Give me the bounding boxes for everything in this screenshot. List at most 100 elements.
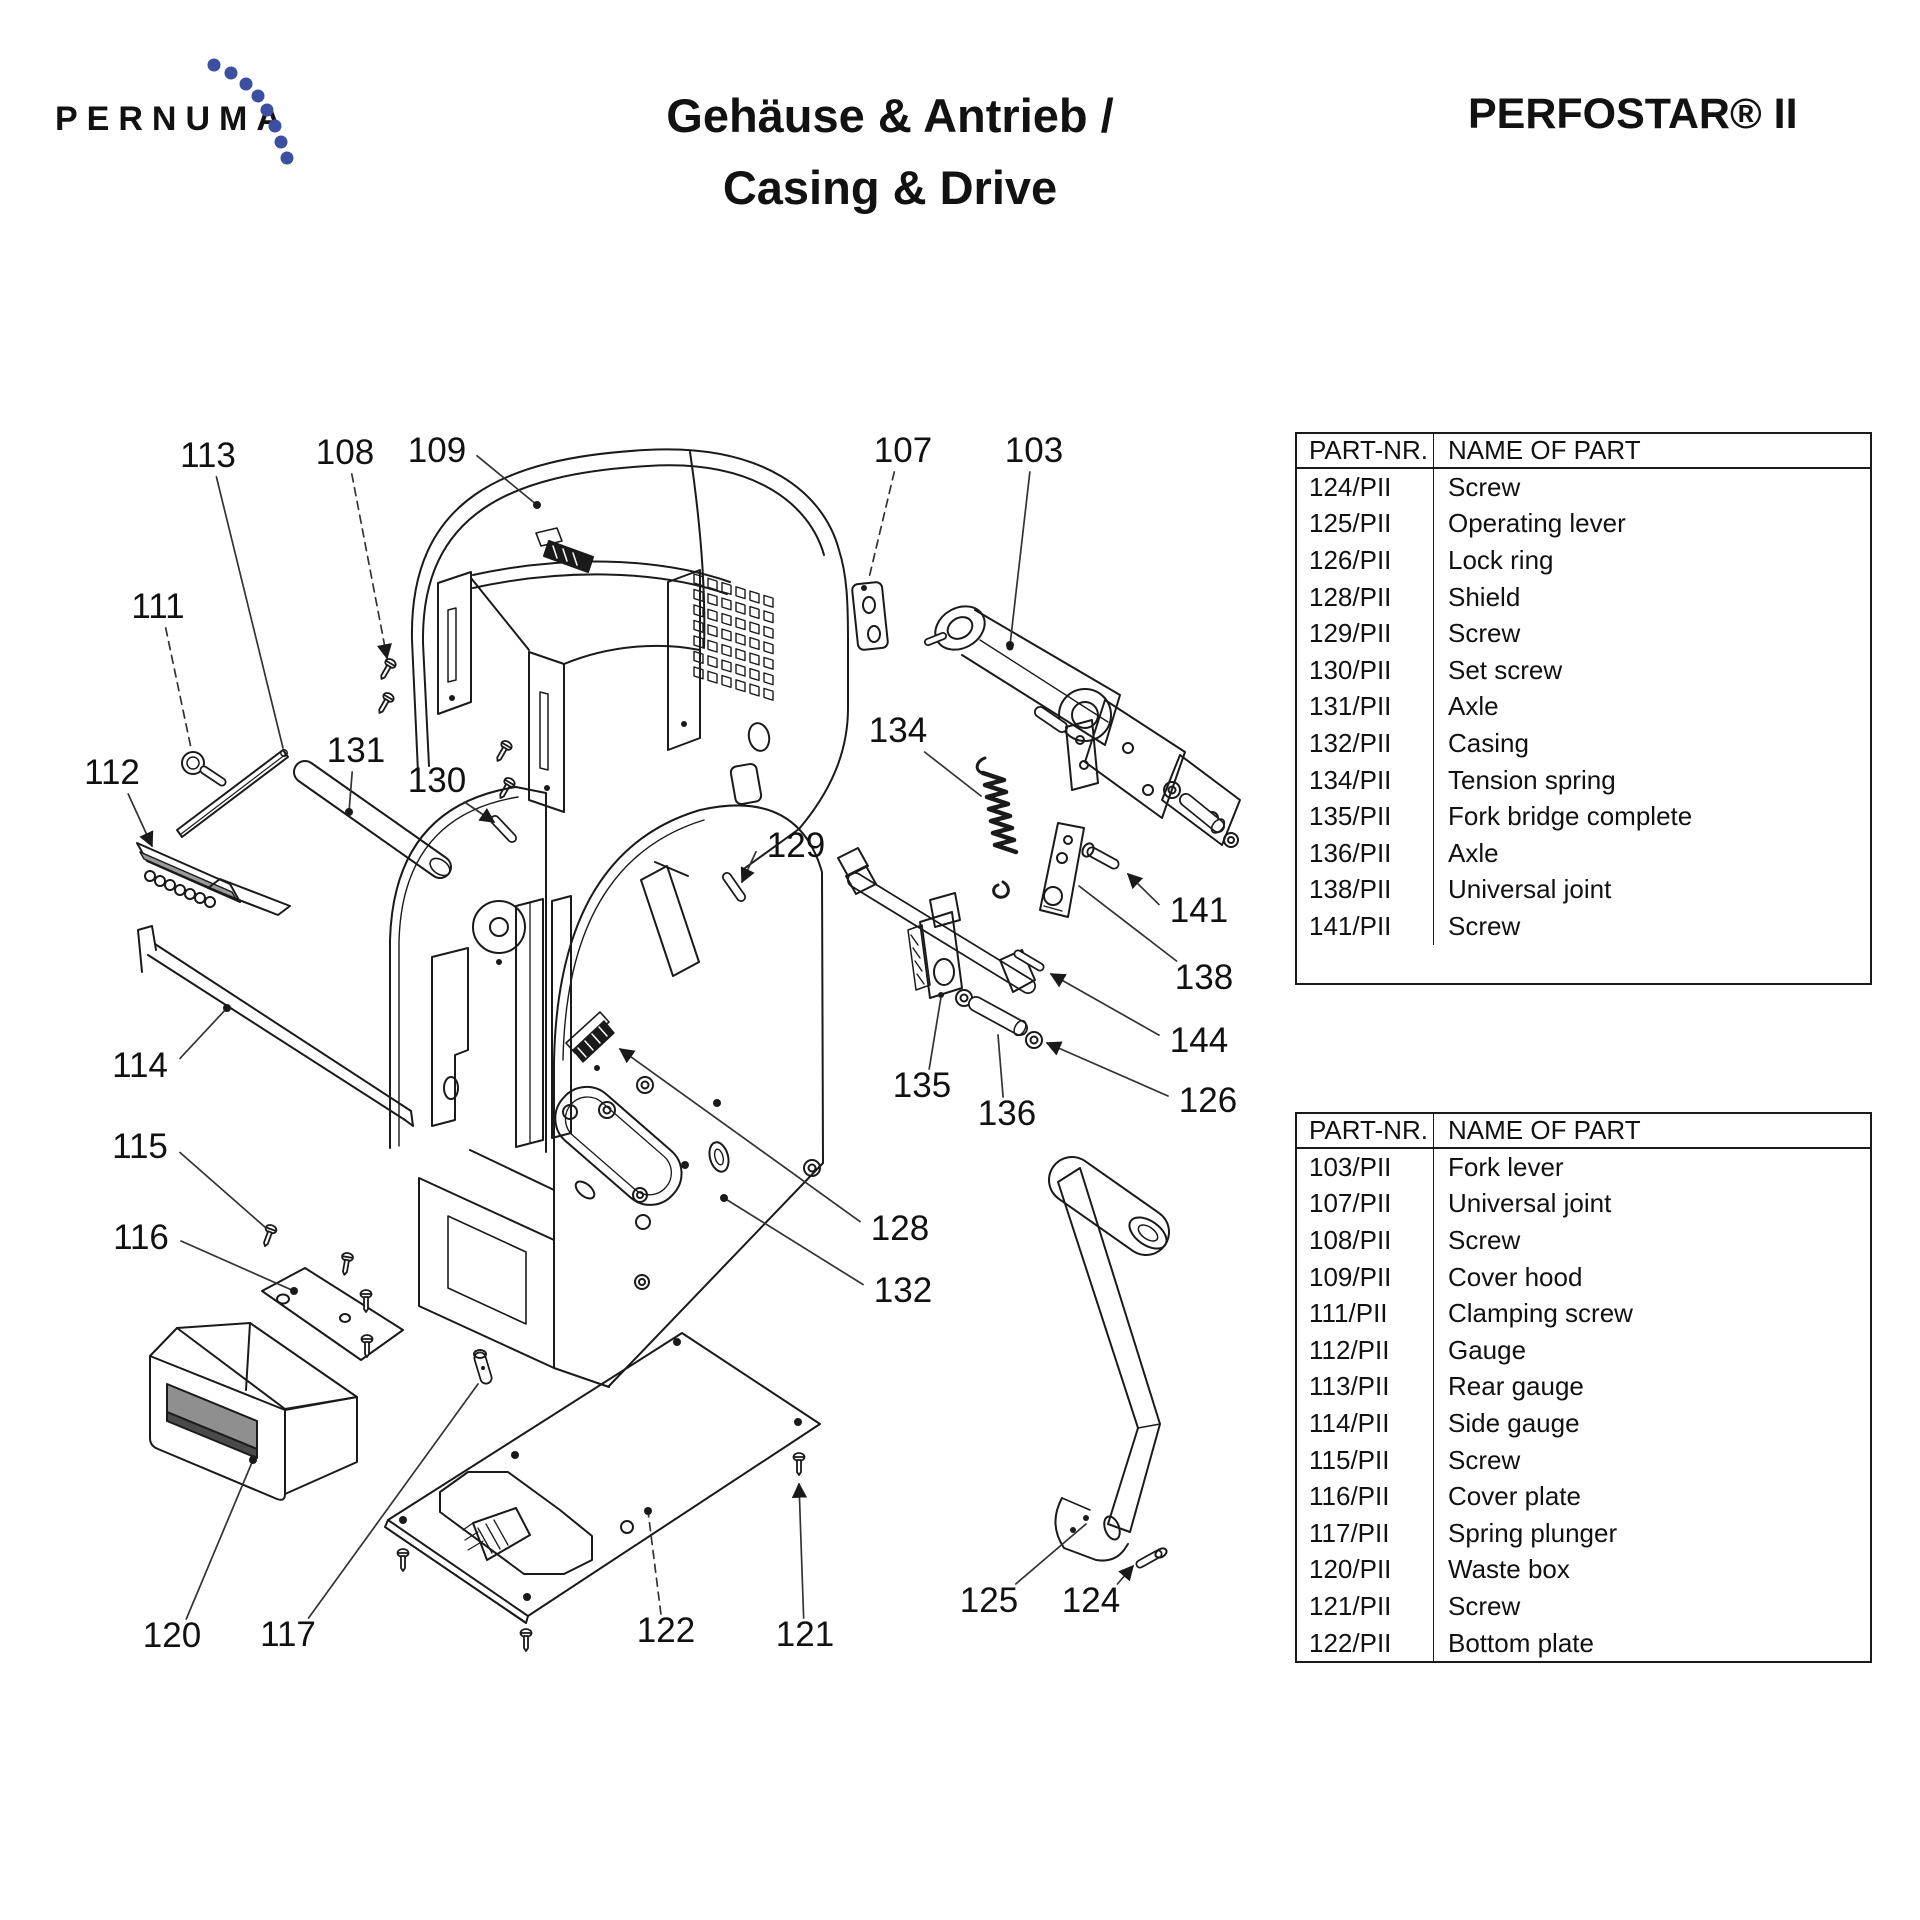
part-name-cell: Axle: [1448, 691, 1499, 722]
part-name-cell: Clamping screw: [1448, 1298, 1633, 1329]
part-callout-121: 121: [776, 1615, 834, 1654]
universal-joint-107-drawing: [851, 581, 889, 651]
axle-131-drawing: [293, 760, 452, 879]
part-name-cell: Universal joint: [1448, 874, 1612, 905]
part-name-cell: Waste box: [1448, 1554, 1570, 1585]
part-number-cell: 103/PII: [1297, 1149, 1434, 1186]
part-number-cell: 114/PII: [1297, 1405, 1434, 1442]
table-row: 107/PII Universal joint: [1297, 1185, 1870, 1223]
part-name-cell: Rear gauge: [1448, 1371, 1584, 1402]
part-callout-124: 124: [1062, 1581, 1120, 1620]
part-number-cell: 141/PII: [1297, 908, 1434, 945]
gauge-drawing: [136, 842, 291, 916]
part-number-cell: 128/PII: [1297, 578, 1434, 616]
part-callout-117: 117: [260, 1615, 316, 1654]
part-number-cell: 134/PII: [1297, 761, 1434, 799]
spring-plunger-drawing: [473, 1349, 493, 1385]
part-number-cell: 126/PII: [1297, 542, 1434, 579]
page-title-line2: Casing & Drive: [722, 161, 1058, 214]
part-name-cell: Screw: [1448, 1224, 1521, 1255]
part-callout-116: 116: [113, 1218, 169, 1257]
leader-dot-131: [345, 808, 353, 816]
part-name-cell: Set screw: [1448, 654, 1563, 685]
leader-dot-103: [1006, 641, 1014, 649]
logo-arc-dots-icon: [207, 58, 294, 165]
part-name-cell: Screw: [1448, 618, 1521, 649]
part-number-cell: 122/PII: [1297, 1624, 1434, 1662]
leader-dot-122: [644, 1507, 652, 1515]
part-name-cell: Screw: [1448, 1444, 1521, 1475]
screw-141-drawing: [1081, 842, 1120, 870]
leader-line-138: [1078, 885, 1178, 962]
page-title-line1: Gehäuse & Antrieb /: [666, 89, 1114, 142]
leader-line-111: [164, 627, 192, 749]
part-callout-132: 132: [874, 1271, 932, 1310]
leader-line-107: [868, 471, 896, 579]
part-callout-131: 131: [327, 731, 385, 770]
part-number-cell: 130/PII: [1297, 651, 1434, 689]
leader-line-109: [476, 454, 538, 506]
universal-joint-138-drawing: [1039, 822, 1085, 918]
part-name-cell: Casing: [1448, 727, 1529, 758]
rear-gauge-drawing: [176, 749, 289, 838]
table-row: 120/PII Waste box: [1297, 1551, 1870, 1589]
clamping-screw-drawing: [181, 751, 227, 787]
part-number-cell: 116/PII: [1297, 1478, 1434, 1515]
col-header-name-of-part: NAME OF PART: [1448, 1115, 1641, 1145]
part-callout-130: 130: [408, 761, 466, 800]
part-callout-141: 141: [1170, 891, 1228, 930]
leader-line-126: [1045, 1041, 1169, 1097]
part-callout-138: 138: [1175, 958, 1233, 997]
leader-line-136: [997, 1034, 1004, 1098]
leader-line-112: [127, 793, 154, 848]
part-callout-135: 135: [893, 1066, 951, 1105]
part-callout-129: 129: [767, 826, 825, 865]
operating-lever-drawing: [1048, 1156, 1170, 1569]
part-callout-144: 144: [1170, 1021, 1228, 1060]
leader-line-125: [1014, 1523, 1087, 1585]
part-name-cell: Universal joint: [1448, 1188, 1612, 1219]
leader-line-131: [348, 771, 354, 813]
leader-dot-109: [533, 501, 541, 509]
part-number-cell: 107/PII: [1297, 1185, 1434, 1223]
col-header-part-nr: PART-NR.: [1297, 1114, 1434, 1147]
part-callout-114: 114: [112, 1046, 168, 1085]
table-row: 108/PII Screw: [1297, 1222, 1870, 1259]
page-title: Gehäuse & Antrieb / Casing & Drive: [540, 80, 1240, 224]
leader-line-121: [791, 1482, 808, 1619]
part-callout-122: 122: [637, 1611, 695, 1650]
leader-dot-132: [720, 1194, 728, 1202]
leader-line-122: [647, 1510, 662, 1615]
leader-line-124: [1116, 1564, 1135, 1585]
part-number-cell: 136/PII: [1297, 834, 1434, 872]
leader-line-129: [740, 850, 757, 884]
fork-lever-drawing: [924, 605, 1241, 848]
tension-spring-drawing: [975, 756, 1019, 899]
leader-dot-120: [249, 1456, 257, 1464]
leader-line-144: [1049, 973, 1160, 1036]
table-header-row: PART-NR. NAME OF PART: [1297, 1114, 1870, 1149]
part-name-cell: Fork lever: [1448, 1151, 1564, 1182]
leader-line-114: [179, 1007, 228, 1060]
part-number-cell: 120/PII: [1297, 1551, 1434, 1589]
part-callout-103: 103: [1005, 431, 1063, 470]
part-callout-126: 126: [1179, 1081, 1237, 1120]
part-callout-134: 134: [869, 711, 927, 750]
product-name: PERFOSTAR® II: [1468, 90, 1798, 138]
part-number-cell: 108/PII: [1297, 1222, 1434, 1259]
part-number-cell: 111/PII: [1297, 1295, 1434, 1332]
part-name-cell: Shield: [1448, 581, 1521, 612]
table-row: 130/PII Set screw: [1297, 651, 1870, 689]
table-header-row: PART-NR.NAME OF PART: [1297, 434, 1870, 469]
